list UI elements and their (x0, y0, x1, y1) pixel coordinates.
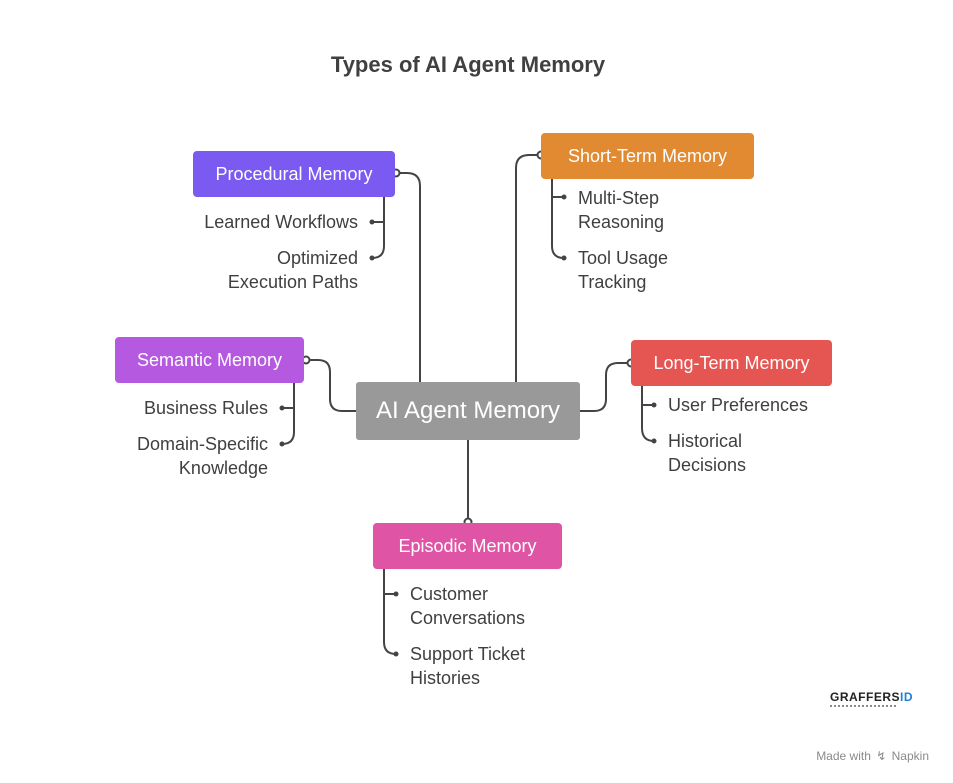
leaf-tool-usage-tracking: Tool Usage Tracking (578, 248, 669, 292)
leaf-customer-conversations: Customer Conversations (410, 584, 526, 628)
node-long-term-label: Long-Term Memory (653, 352, 810, 373)
link-procedural (396, 172, 421, 382)
leaf-support-ticket-histories: Support Ticket Histories (410, 644, 526, 688)
link-semantic (305, 359, 356, 412)
leaf-domain-specific-knowledge: Domain-Specific Knowledge (136, 434, 268, 478)
node-episodic-label: Episodic Memory (398, 535, 537, 556)
node-procedural-label: Procedural Memory (215, 163, 373, 184)
node-procedural-memory: Procedural Memory (193, 151, 395, 197)
node-episodic-memory: Episodic Memory (373, 523, 562, 569)
sublink-episodic (383, 569, 397, 655)
leaf-multi-step-reasoning: Multi-Step Reasoning (578, 188, 665, 232)
diagram-title: Types of AI Agent Memory (330, 52, 606, 77)
leaf-optimized-execution-paths: Optimized Execution Paths (227, 248, 358, 292)
logo-text-id: ID (900, 690, 913, 704)
node-semantic-memory: Semantic Memory (115, 337, 304, 383)
node-short-term-label: Short-Term Memory (567, 145, 728, 166)
sublink-short-term (551, 179, 565, 259)
graffersid-logo: GRAFFERSID (830, 690, 913, 707)
logo-tagline-decor (830, 705, 896, 707)
node-semantic-label: Semantic Memory (136, 349, 283, 370)
leaf-user-preferences: User Preferences (668, 395, 809, 415)
footer-brand: Napkin (891, 749, 929, 763)
center-node: AI Agent Memory (356, 382, 580, 440)
napkin-bolt-icon: ↯ (876, 749, 887, 763)
node-short-term-memory: Short-Term Memory (541, 133, 754, 179)
node-long-term-memory: Long-Term Memory (631, 340, 832, 386)
footer-made-with: Made with (816, 749, 871, 763)
sublink-long-term (641, 386, 655, 442)
link-short-term (515, 154, 541, 382)
link-long-term (580, 362, 631, 412)
leaf-business-rules: Business Rules (143, 398, 268, 418)
napkin-footer: Made with ↯ Napkin (816, 749, 929, 763)
logo-text-main: GRAFFERS (830, 690, 900, 704)
center-node-label: AI Agent Memory (375, 397, 561, 424)
sublink-semantic (281, 383, 295, 445)
leaf-learned-workflows: Learned Workflows (204, 212, 358, 232)
leaf-historical-decisions: Historical Decisions (668, 431, 747, 475)
